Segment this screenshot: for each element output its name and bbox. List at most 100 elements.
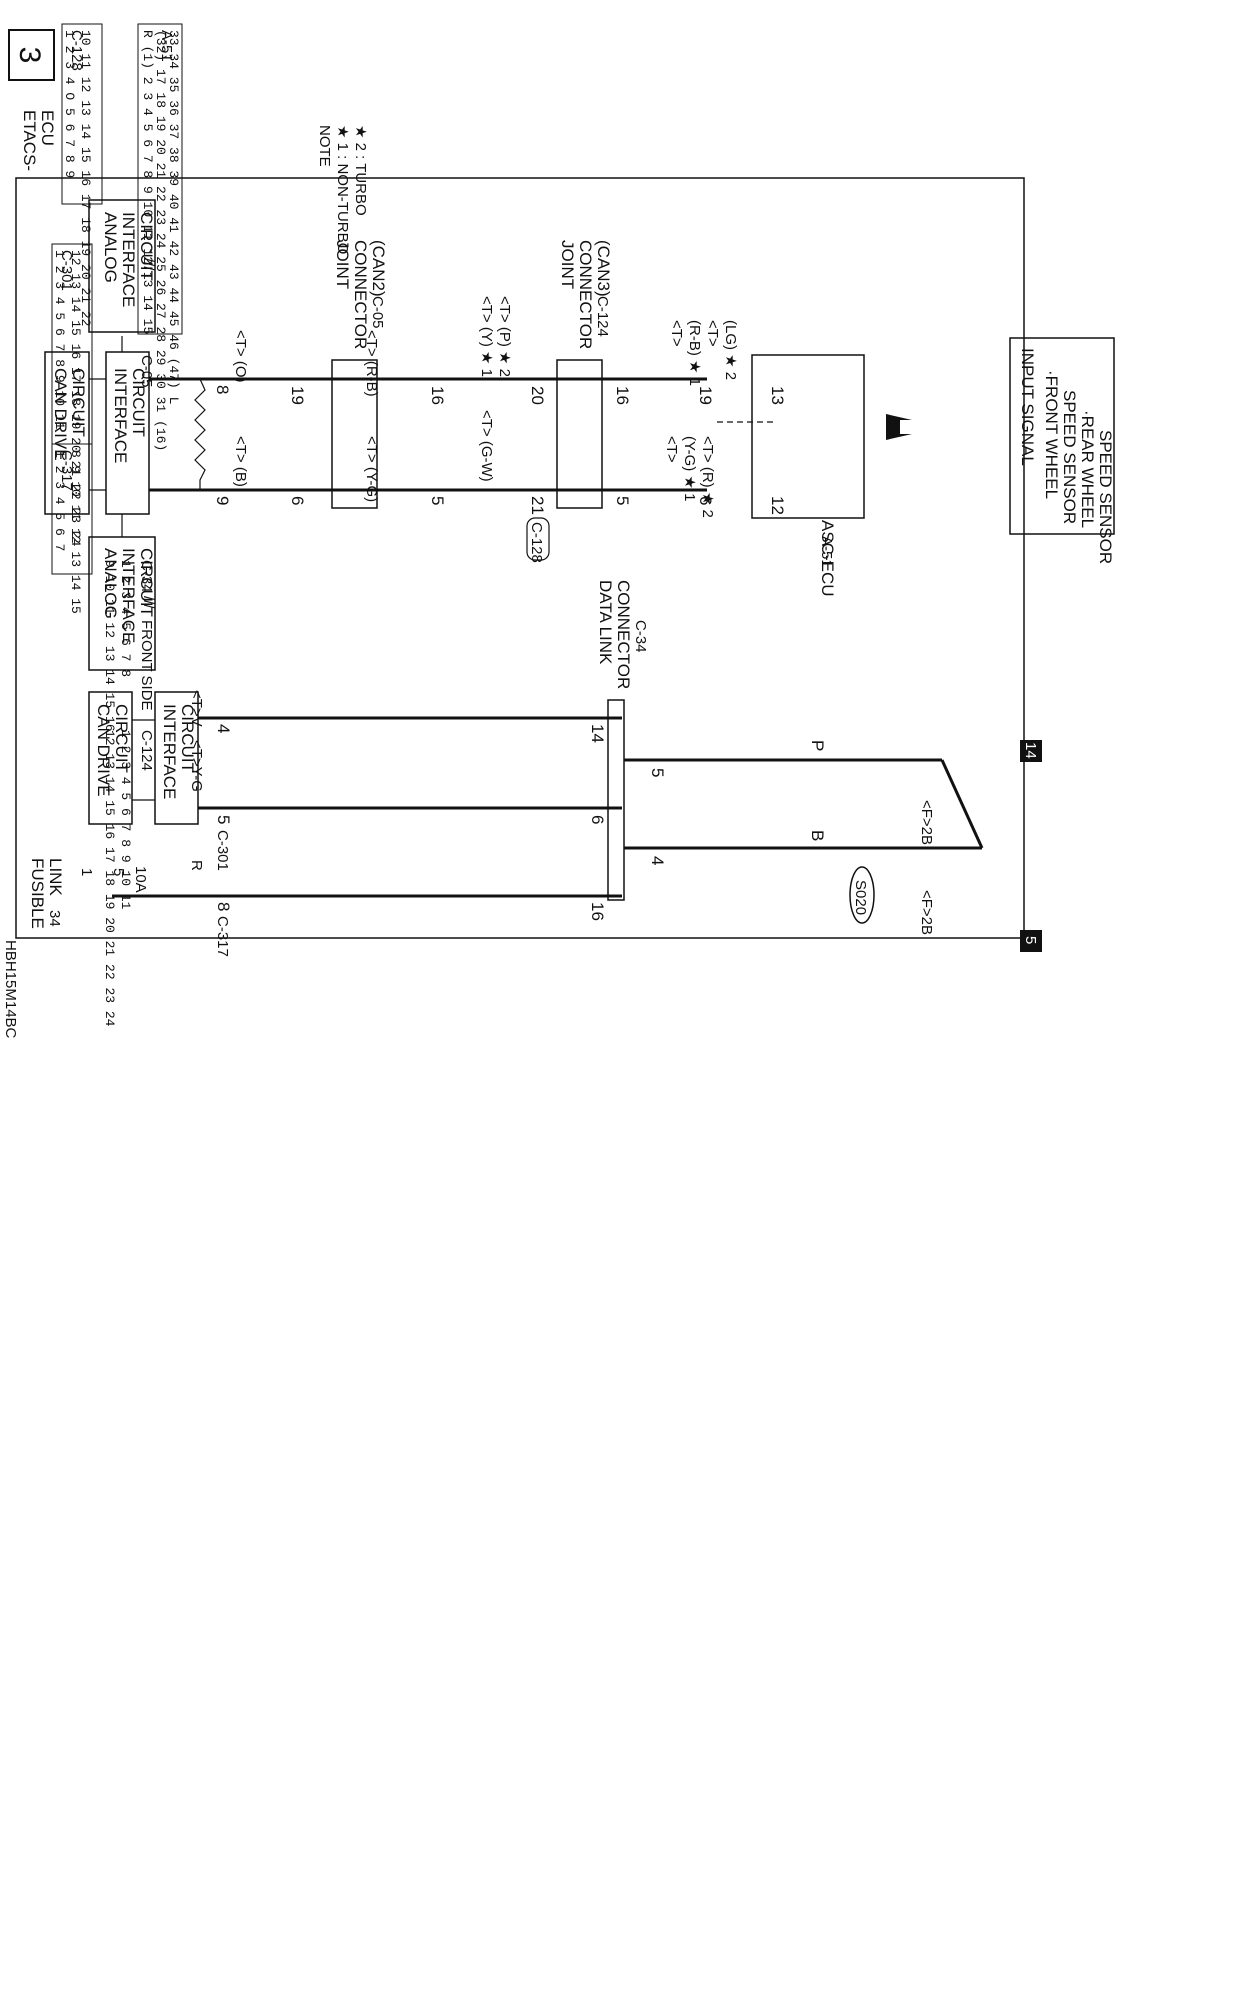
input-item-4: SPEED SENSOR [1096, 430, 1115, 564]
c317-row2: 8 9 10 11 12 13 14 15 [68, 450, 83, 614]
c34-row1: 1 2 3 4 5 6 7 8 [118, 560, 133, 677]
pin-e8: 8 [213, 385, 232, 394]
joint2-line3: (CAN2) [369, 240, 388, 297]
connector-face-c301: C-301 1 2 3 4 5 6 7 8 9 10 11 12 13 14 1… [51, 243, 93, 547]
pin-d14: 14 [588, 724, 607, 743]
input-item-2: SPEED SENSOR [1060, 390, 1079, 524]
wire-bb: B [808, 830, 827, 841]
ground-14-marker [1020, 740, 1042, 762]
can-drive-circuit-1 [44, 351, 90, 515]
can1-line2: CIRCUIT [69, 368, 88, 437]
input-item-3: ·REAR WHEEL [1078, 410, 1097, 528]
analog2-line2: INTERFACE [119, 548, 138, 643]
wire-yg: <T> (Y-G) [363, 436, 380, 502]
a51-row1: R (1) 2 3 4 5 6 7 8 9 10 11 12 13 14 15 [140, 30, 155, 334]
pin-a13: 13 [768, 386, 787, 405]
note-item-2: ★ 2 : TURBO [352, 125, 369, 216]
dlc-connector: C-34 [632, 620, 649, 653]
fusible-bus-no: 1 [78, 868, 95, 876]
fusible-line2: LINK [46, 858, 65, 896]
ground-14-label: 14 [1022, 742, 1039, 759]
joint3-line3: (CAN3) [594, 240, 613, 297]
c128-tag-box [526, 517, 550, 561]
connector-face-c124: C-124 1 2 3 4 5 6 7 8 9 10 11 12 13 14 1… [102, 730, 155, 1027]
analog1-line3: CIRCUIT [137, 212, 156, 281]
pin-d4: 4 [648, 856, 667, 865]
ground-hatch-1: /// [140, 258, 157, 271]
wire-r: R [188, 860, 205, 871]
joint-connector-can3-box [556, 359, 603, 509]
c124-row1: 1 2 3 4 5 6 7 8 9 10 11 [118, 730, 133, 910]
wire-yg1: (Y-G) ★ 1 [681, 436, 698, 501]
joint3-line2: CONNECTOR [576, 240, 595, 349]
a51-row2: (32) 17 18 19 20 21 22 23 24 25 26 27 28… [153, 30, 168, 451]
wire-r2: <T> (R) ★ 2 [699, 436, 716, 518]
joint2-line2: CONNECTOR [351, 240, 370, 349]
ground-join [940, 759, 984, 849]
wire-t3: <T> [663, 436, 680, 463]
pin-k5: 5 [613, 496, 632, 505]
wire-o: <T> (O) [232, 330, 249, 383]
wire-p2: <T> (P) ★ 2 [496, 296, 513, 377]
c301-tag: C-301 [214, 830, 231, 871]
interface1-line2: CIRCUIT [129, 368, 148, 437]
pin-k6: 6 [696, 496, 715, 505]
note-item-1: ★ 1 : NON-TURBO [334, 125, 351, 254]
input-signal-title: INPUT SIGNAL [1018, 348, 1037, 466]
interface2-line1: INTERFACE [160, 704, 179, 799]
splice-s020 [849, 866, 875, 924]
fuse-rating: 10A [132, 866, 149, 893]
etacs-ecu-box [15, 177, 1025, 939]
wire-f2b-a: <F>2B [918, 800, 935, 845]
wire-gw: <T> (G-W) [478, 410, 495, 482]
c301-label: C-301 [58, 250, 75, 291]
wire-t1: <T> [668, 320, 685, 347]
pin-j19: 19 [288, 386, 307, 405]
c317-row1: 1 2 3 4 5 6 7 [52, 450, 67, 551]
analog2-line3: CIRCUIT [137, 548, 156, 617]
analog2-line1: ANALOG [101, 548, 120, 619]
fusible-line1: FUSIBLE [28, 858, 47, 929]
pin-c20: 20 [528, 386, 547, 405]
pin-e4: 4 [214, 724, 233, 733]
c128-tag: C-128 [528, 522, 545, 563]
c124-label: C-124 [138, 730, 155, 771]
wire-tv: <T>V [188, 690, 205, 727]
dlc-line1: DATA LINK [596, 580, 615, 665]
wire-y1: <T> (Y) ★ 1 [478, 296, 495, 377]
wire-rb1: (R-B) ★ 1 [686, 320, 703, 386]
front-side-label: FRONT SIDE [138, 620, 155, 711]
pin-a12: 12 [768, 496, 787, 515]
c317-outline [51, 443, 93, 575]
ground-hatch-2: /// [140, 596, 157, 609]
c301-row2: 12 13 14 15 16 17 18 19 20 21 22 23 24 [68, 250, 83, 547]
interface-circuit-1 [105, 351, 150, 515]
joint3-line1: JOINT [558, 240, 577, 289]
pin-j5: 5 [428, 496, 447, 505]
can-drive-circuit-2 [88, 691, 133, 825]
interface-circuit-2 [154, 691, 199, 825]
c317-tag: C-317 [214, 916, 231, 957]
c34-label: C-34 [138, 560, 155, 593]
can2-line1: CAN DRIVE [94, 704, 113, 797]
c128-row2: 10 11 12 13 14 15 16 17 18 19 20 21 22 [78, 30, 93, 326]
asc-ecu-connector: A-51 [818, 536, 835, 568]
fuse-no: 5 [110, 868, 127, 876]
wire-t2: <T> [704, 320, 721, 347]
dlc-box [607, 699, 625, 901]
c128-row1: 1 2 3 4 O 5 6 7 8 9 [62, 30, 77, 178]
dlc-line2: CONNECTOR [614, 580, 633, 689]
wire-f2b-b: <F>2B [918, 890, 935, 935]
wire-lg2: (LG) ★ 2 [722, 320, 739, 380]
connector-face-a51: A-51 R (1) 2 3 4 5 6 7 8 9 10 11 12 13 1… [137, 23, 183, 451]
pin-d6: 6 [588, 815, 607, 824]
analog-interface-circuit-1 [88, 199, 156, 333]
can1-line1: CAN DRIVE [51, 368, 70, 461]
input-arrow [886, 414, 912, 440]
analog1-line2: INTERFACE [119, 212, 138, 307]
pin-d16: 16 [588, 902, 607, 921]
joint2-connector: C-05 [369, 296, 386, 329]
c124-row2: 12 13 14 15 16 17 18 19 20 21 22 23 24 [102, 730, 117, 1027]
